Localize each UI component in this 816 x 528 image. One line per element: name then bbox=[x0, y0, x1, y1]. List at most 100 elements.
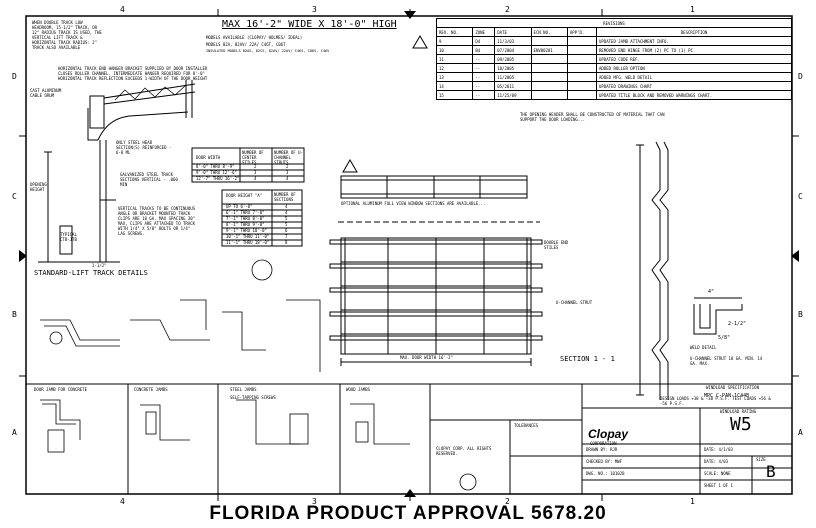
zone-col-2-bottom: 2 bbox=[505, 497, 510, 506]
door-height-cell: 10'-1" THRU 11'-0" bbox=[226, 234, 270, 239]
company-sub: CORPORATION bbox=[590, 441, 617, 446]
dh-header-height: DOOR HEIGHT "A" bbox=[226, 193, 263, 198]
left-center-arrow bbox=[19, 250, 27, 262]
door-height-cell: 5 bbox=[285, 216, 288, 221]
dwg-no: DWG. NO.: 101028 bbox=[586, 471, 625, 476]
track-detail-drawing bbox=[38, 80, 196, 263]
door-height-cell: 4 bbox=[285, 210, 288, 215]
revision-cell: 07/2004 bbox=[494, 45, 532, 55]
top-center-arrow bbox=[404, 11, 416, 19]
dw-header-stiles: NUMBER OF CENTER STILES bbox=[242, 150, 264, 165]
label-max-door-width: MAX. DOOR WIDTH 16'-2" bbox=[400, 355, 453, 360]
revision-cell: UPDATED JAMB ATTACHMENT INFO. bbox=[596, 36, 792, 46]
zone-row-a: A bbox=[12, 428, 17, 437]
zone-row-d: D bbox=[12, 72, 17, 81]
label-jamb-concrete: DOOR JAMB FOR CONCRETE bbox=[34, 387, 87, 392]
dim-2-1-2: 2-1/2" bbox=[728, 321, 747, 327]
design-loads: DESIGN LOADS +38 & -38 P.S.F. TEST LOADS… bbox=[660, 396, 771, 406]
revision-cell: 05/2011 bbox=[494, 81, 532, 91]
note-cable-drum: CAST ALUMINUM CABLE DRUM bbox=[30, 88, 62, 98]
zone-row-b: B bbox=[12, 310, 17, 319]
revision-cell: -- bbox=[472, 63, 496, 73]
revision-cell: D4 bbox=[472, 36, 496, 46]
jamb-details bbox=[40, 399, 410, 453]
rev-header: APP'D. bbox=[566, 27, 598, 37]
door-width-cell: 2 bbox=[254, 164, 257, 169]
zone-col-4-bottom: 4 bbox=[120, 497, 125, 506]
revision-cell bbox=[566, 81, 598, 91]
revision-cell: -- bbox=[472, 54, 496, 64]
label-steel-jambs: STEEL JAMBS bbox=[230, 387, 257, 392]
door-height-cell: 7'-1" THRU 8'-0" bbox=[226, 216, 265, 221]
revision-cell bbox=[566, 54, 598, 64]
dw-header-struts: NUMBER OF U-CHANNEL STRUTS bbox=[274, 150, 303, 165]
bottom-center-arrow bbox=[404, 489, 416, 497]
label-wood-jambs: WOOD JAMBS bbox=[346, 387, 371, 392]
warning-triangle-2 bbox=[342, 159, 358, 173]
door-height-cell: 8 bbox=[285, 240, 288, 245]
date-2: DATE: 4/03 bbox=[704, 459, 729, 464]
size-value: B bbox=[766, 462, 776, 481]
zone-row-d-right: D bbox=[798, 72, 803, 81]
sheet: SHEET 1 OF 1 bbox=[704, 483, 733, 488]
bottom-track-details bbox=[40, 259, 321, 372]
rev-header: DATE bbox=[494, 27, 532, 37]
revision-cell: UPDATED TITLE BLOCK AND REMOVED WARNINGS… bbox=[596, 90, 792, 100]
zone-row-a-right: A bbox=[798, 428, 803, 437]
label-weld-detail: WELD DETAIL bbox=[690, 345, 717, 350]
revision-cell: 11/3/03 bbox=[494, 36, 532, 46]
revision-cell bbox=[530, 36, 568, 46]
dim-5-8: 5/8" bbox=[718, 335, 731, 341]
revision-cell: ENV00281 bbox=[530, 45, 568, 55]
revision-cell bbox=[566, 63, 598, 73]
door-height-cell: 6'-1" THRU 7'-0" bbox=[226, 210, 265, 215]
revisions-title: REVISIONS bbox=[436, 18, 792, 28]
revision-cell bbox=[566, 36, 598, 46]
door-width-cell: 3 bbox=[254, 170, 257, 175]
section-view bbox=[636, 141, 743, 400]
approval-stamp bbox=[459, 473, 477, 491]
label-end-stiles: DOUBLE END STILES bbox=[544, 240, 569, 250]
revision-cell: 13 bbox=[435, 72, 474, 82]
zone-col-1: 1 bbox=[690, 5, 695, 14]
dim-4: 4" bbox=[708, 289, 715, 295]
revision-cell bbox=[530, 72, 568, 82]
dw-header-width: DOOR WIDTH bbox=[196, 155, 221, 160]
zone-col-4: 4 bbox=[120, 5, 125, 14]
revision-cell: 10 bbox=[435, 45, 474, 55]
door-height-table-lines bbox=[221, 189, 303, 247]
door-height-cell: 4 bbox=[285, 204, 288, 209]
size-label: SIZE bbox=[756, 457, 766, 462]
dh-header-sections: NUMBER OF SECTIONS bbox=[274, 192, 296, 202]
drawing-title-line-2: MPC C-PAN-1C44B bbox=[704, 393, 750, 399]
door-width-cell: 9'-0" THRU 12'-6" bbox=[196, 170, 237, 175]
door-width-cell: 2 bbox=[286, 164, 289, 169]
label-section-1-1: SECTION 1 - 1 bbox=[560, 355, 615, 363]
revision-cell: -- bbox=[472, 81, 496, 91]
revision-cell: 11 bbox=[435, 54, 474, 64]
rating-w5: W5 bbox=[730, 414, 752, 435]
copyright-note: CLOPAY CORP. ALL RIGHTS RESERVED. bbox=[436, 446, 492, 456]
revision-cell: REMOVED END HINGE FROM (2) PC TO (1) PC bbox=[596, 45, 792, 55]
revision-cell bbox=[566, 45, 598, 55]
revision-cell: 14 bbox=[435, 81, 474, 91]
rev-header: REV. NO. bbox=[435, 27, 474, 37]
revision-cell: 09/2005 bbox=[494, 54, 532, 64]
zone-row-c: C bbox=[12, 192, 17, 201]
dim-1-1-2: 1-1/2" bbox=[92, 263, 107, 268]
door-width-cell: 3 bbox=[286, 170, 289, 175]
revision-cell bbox=[566, 72, 598, 82]
revisions-table: REVISIONS REV. NO. ZONE DATE ECN NO. APP… bbox=[435, 18, 792, 100]
door-height-cell: 5 bbox=[285, 222, 288, 227]
door-width-cell: 4 bbox=[254, 176, 257, 181]
note-galvanized: GALVANIZED STEEL TRACK SECTIONS VERTICAL… bbox=[120, 172, 178, 187]
revision-cell bbox=[530, 63, 568, 73]
revision-cell: ADDED MFG. WELD DETAIL bbox=[596, 72, 792, 82]
revision-cell bbox=[530, 90, 568, 100]
